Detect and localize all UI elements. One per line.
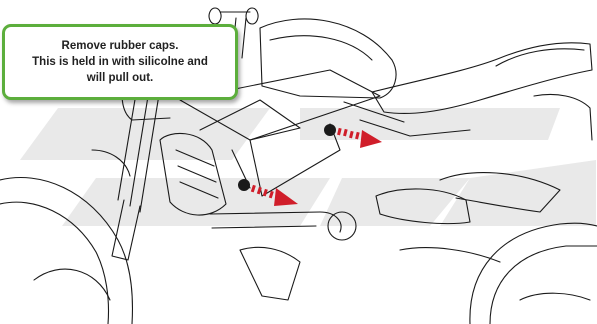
rubber-cap-upper <box>324 124 336 136</box>
callout-line-3: will pull out. <box>86 72 154 84</box>
rubber-cap-lower <box>238 179 250 191</box>
red-dashed-arrow-lower <box>250 184 298 206</box>
callout-text: Remove rubber caps. This is held in with… <box>32 38 208 86</box>
instruction-callout: Remove rubber caps. This is held in with… <box>2 24 238 100</box>
callout-line-1: Remove rubber caps. <box>61 40 179 52</box>
callout-line-2: This is held in with silicolne and <box>32 56 208 68</box>
red-dashed-arrow-upper <box>337 127 382 148</box>
brand-logo-watermark <box>20 108 596 226</box>
